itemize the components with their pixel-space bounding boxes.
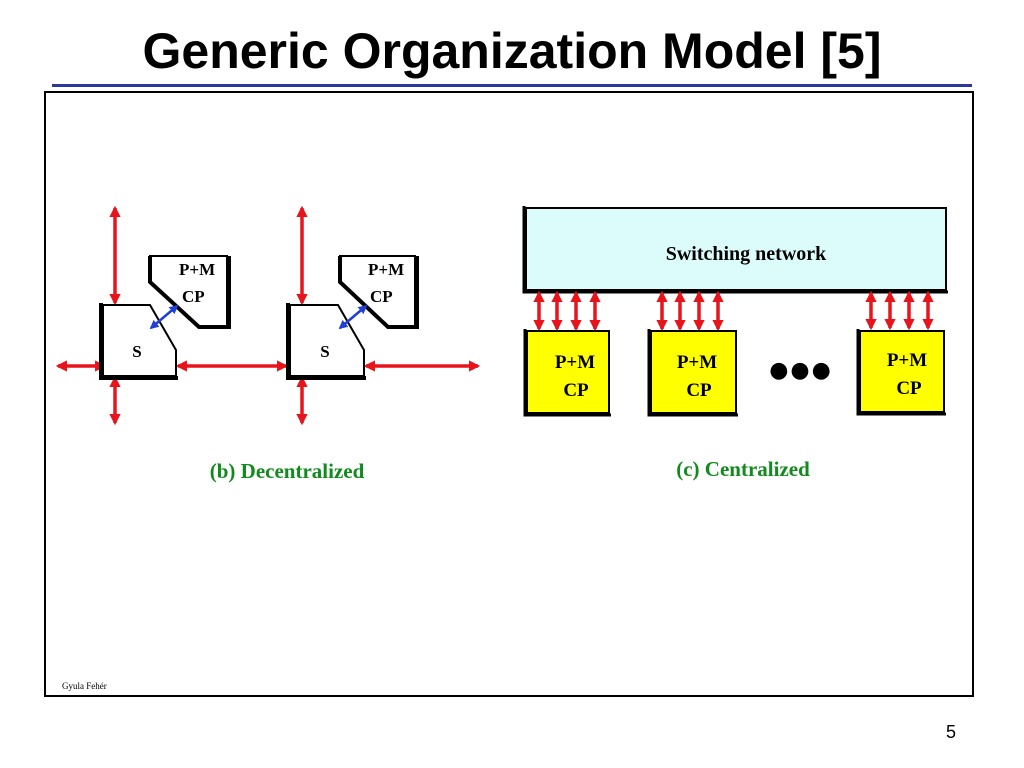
processor-pm-label: P+M bbox=[887, 350, 927, 371]
processor-pm-label: P+M bbox=[555, 352, 595, 373]
processor-2-pm-label: P+M bbox=[368, 260, 404, 279]
decentralized-diagram: S P+M CP S P+M CP (b) Decentralized bbox=[55, 205, 481, 483]
switch-2-label: S bbox=[320, 342, 329, 361]
centralized-diagram: Switching network P+M CP bbox=[522, 206, 948, 481]
slide-title: Generic Organization Model [5] bbox=[142, 23, 882, 79]
decentralized-node-2: S P+M CP bbox=[286, 205, 481, 426]
processor-2-cp-label: CP bbox=[370, 287, 393, 306]
processor-1-cp-label: CP bbox=[182, 287, 205, 306]
processor-cp-label: CP bbox=[896, 378, 922, 399]
processor-1-pm-label: P+M bbox=[179, 260, 215, 279]
centralized-node-1: P+M CP bbox=[523, 329, 611, 417]
processor-1-shadow bbox=[148, 256, 231, 329]
processor-pm-label: P+M bbox=[677, 352, 717, 373]
switch-1-processor-link bbox=[149, 304, 179, 330]
processor-box-shadow bbox=[856, 329, 946, 416]
switch-1-label: S bbox=[132, 342, 141, 361]
processor-box bbox=[650, 330, 737, 414]
switching-network-shadow bbox=[522, 206, 948, 294]
decentralized-node-1: S P+M CP bbox=[55, 205, 289, 426]
switch-1-shadow bbox=[99, 303, 178, 380]
page-number: 5 bbox=[946, 722, 957, 742]
more-nodes-ellipsis: ●●● bbox=[769, 358, 833, 383]
centralized-caption: (c) Centralized bbox=[676, 457, 810, 481]
processor-box bbox=[526, 330, 610, 414]
processor-2-shadow bbox=[338, 256, 419, 329]
switching-network-label: Switching network bbox=[666, 243, 827, 265]
processor-cp-label: CP bbox=[563, 380, 589, 401]
switch-2-processor-link bbox=[338, 304, 368, 330]
decentralized-caption: (b) Decentralized bbox=[210, 459, 365, 483]
author-footer: Gyula Fehér bbox=[62, 681, 107, 691]
node-3-link-arrows bbox=[865, 290, 934, 331]
node-1-link-arrows bbox=[533, 290, 601, 332]
processor-box-shadow bbox=[647, 329, 738, 417]
centralized-node-3: P+M CP bbox=[856, 329, 946, 416]
switch-2-shadow bbox=[286, 303, 366, 380]
node-2-link-arrows bbox=[656, 290, 724, 332]
processor-box bbox=[859, 330, 945, 413]
switching-network-box bbox=[525, 207, 947, 291]
centralized-node-2: P+M CP bbox=[647, 329, 738, 417]
processor-cp-label: CP bbox=[686, 380, 712, 401]
processor-box-shadow bbox=[523, 329, 611, 417]
title-underline bbox=[52, 84, 972, 87]
content-frame bbox=[44, 91, 974, 697]
